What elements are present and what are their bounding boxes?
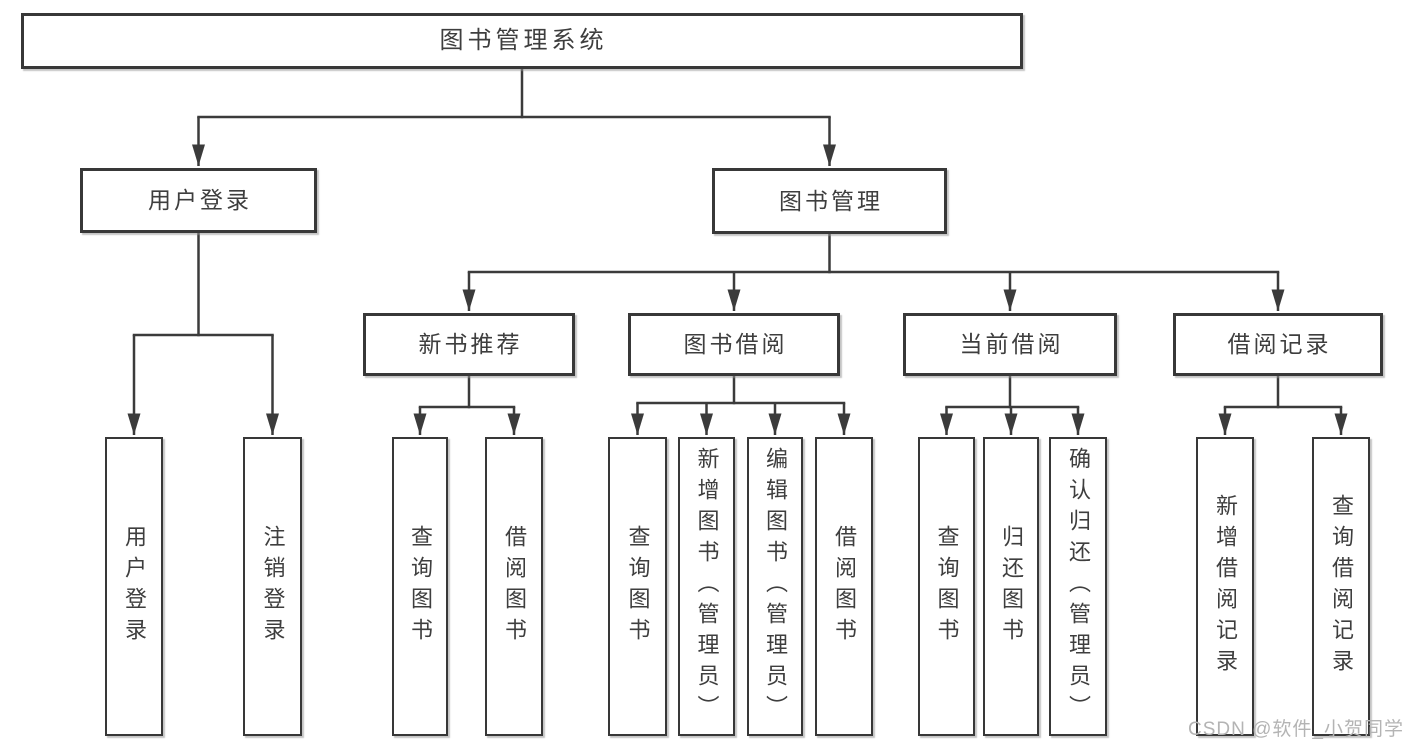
- connector-current-borrow-children: [940, 376, 1085, 435]
- node-current-borrowing: 当前借阅: [903, 313, 1117, 376]
- node-label: 借阅图书: [832, 524, 857, 649]
- node-library-management-system: 图书管理系统: [21, 13, 1023, 69]
- node-label: 确认归还（管理员）: [1066, 447, 1091, 726]
- node-label: 当前借阅: [959, 331, 1064, 357]
- node-leaf-query-books: 查询图书: [392, 437, 448, 736]
- node-label: 注销登录: [260, 524, 286, 649]
- node-leaf-user-login: 用户登录: [105, 437, 163, 736]
- node-label: 图书管理: [779, 187, 883, 214]
- node-book-borrowing: 图书借阅: [628, 313, 840, 376]
- node-label: 新增图书（管理员）: [694, 447, 720, 726]
- node-leaf-logout: 注销登录: [243, 437, 302, 736]
- node-leaf-query-books: 查询图书: [608, 437, 667, 736]
- node-label: 归还图书: [999, 524, 1024, 649]
- node-label: 查询图书: [934, 524, 960, 649]
- node-label: 新增借阅记录: [1213, 493, 1238, 680]
- node-leaf-query-borrow-record: 查询借阅记录: [1312, 437, 1370, 736]
- node-label: 查询借阅记录: [1329, 493, 1354, 680]
- node-label: 图书借阅: [683, 331, 788, 357]
- node-leaf-confirm-return-admin: 确认归还（管理员）: [1049, 437, 1107, 736]
- node-leaf-query-books: 查询图书: [918, 437, 975, 736]
- node-book-management: 图书管理: [712, 168, 947, 234]
- node-label: 查询图书: [408, 524, 433, 649]
- node-label: 借阅图书: [502, 524, 527, 649]
- connector-root-to-level2: [192, 69, 836, 166]
- node-leaf-add-borrow-record: 新增借阅记录: [1196, 437, 1254, 736]
- csdn-watermark: CSDN @软件_小贺同学: [1188, 719, 1404, 740]
- node-label: 借阅记录: [1227, 331, 1332, 357]
- node-leaf-borrow-books: 借阅图书: [815, 437, 873, 736]
- node-leaf-borrow-books: 借阅图书: [485, 437, 543, 736]
- node-label: 图书管理系统: [439, 27, 608, 54]
- node-label: 查询图书: [625, 524, 651, 649]
- connector-new-book-children: [413, 376, 521, 435]
- connector-book-borrow-children: [631, 376, 851, 435]
- node-leaf-edit-books-admin: 编辑图书（管理员）: [747, 437, 803, 736]
- node-user-login: 用户登录: [80, 168, 317, 233]
- node-leaf-return-books: 归还图书: [983, 437, 1039, 736]
- node-new-book-recommendation: 新书推荐: [363, 313, 575, 376]
- connector-book-mgmt-to-level3: [462, 234, 1285, 311]
- node-label: 用户登录: [148, 187, 252, 213]
- connector-user-login-children: [127, 233, 279, 435]
- node-leaf-add-books-admin: 新增图书（管理员）: [678, 437, 735, 736]
- node-label: 编辑图书（管理员）: [763, 447, 788, 726]
- connector-borrow-records-children: [1218, 376, 1348, 435]
- node-label: 新书推荐: [418, 331, 523, 357]
- node-borrowing-records: 借阅记录: [1173, 313, 1383, 376]
- node-label: 用户登录: [122, 524, 147, 649]
